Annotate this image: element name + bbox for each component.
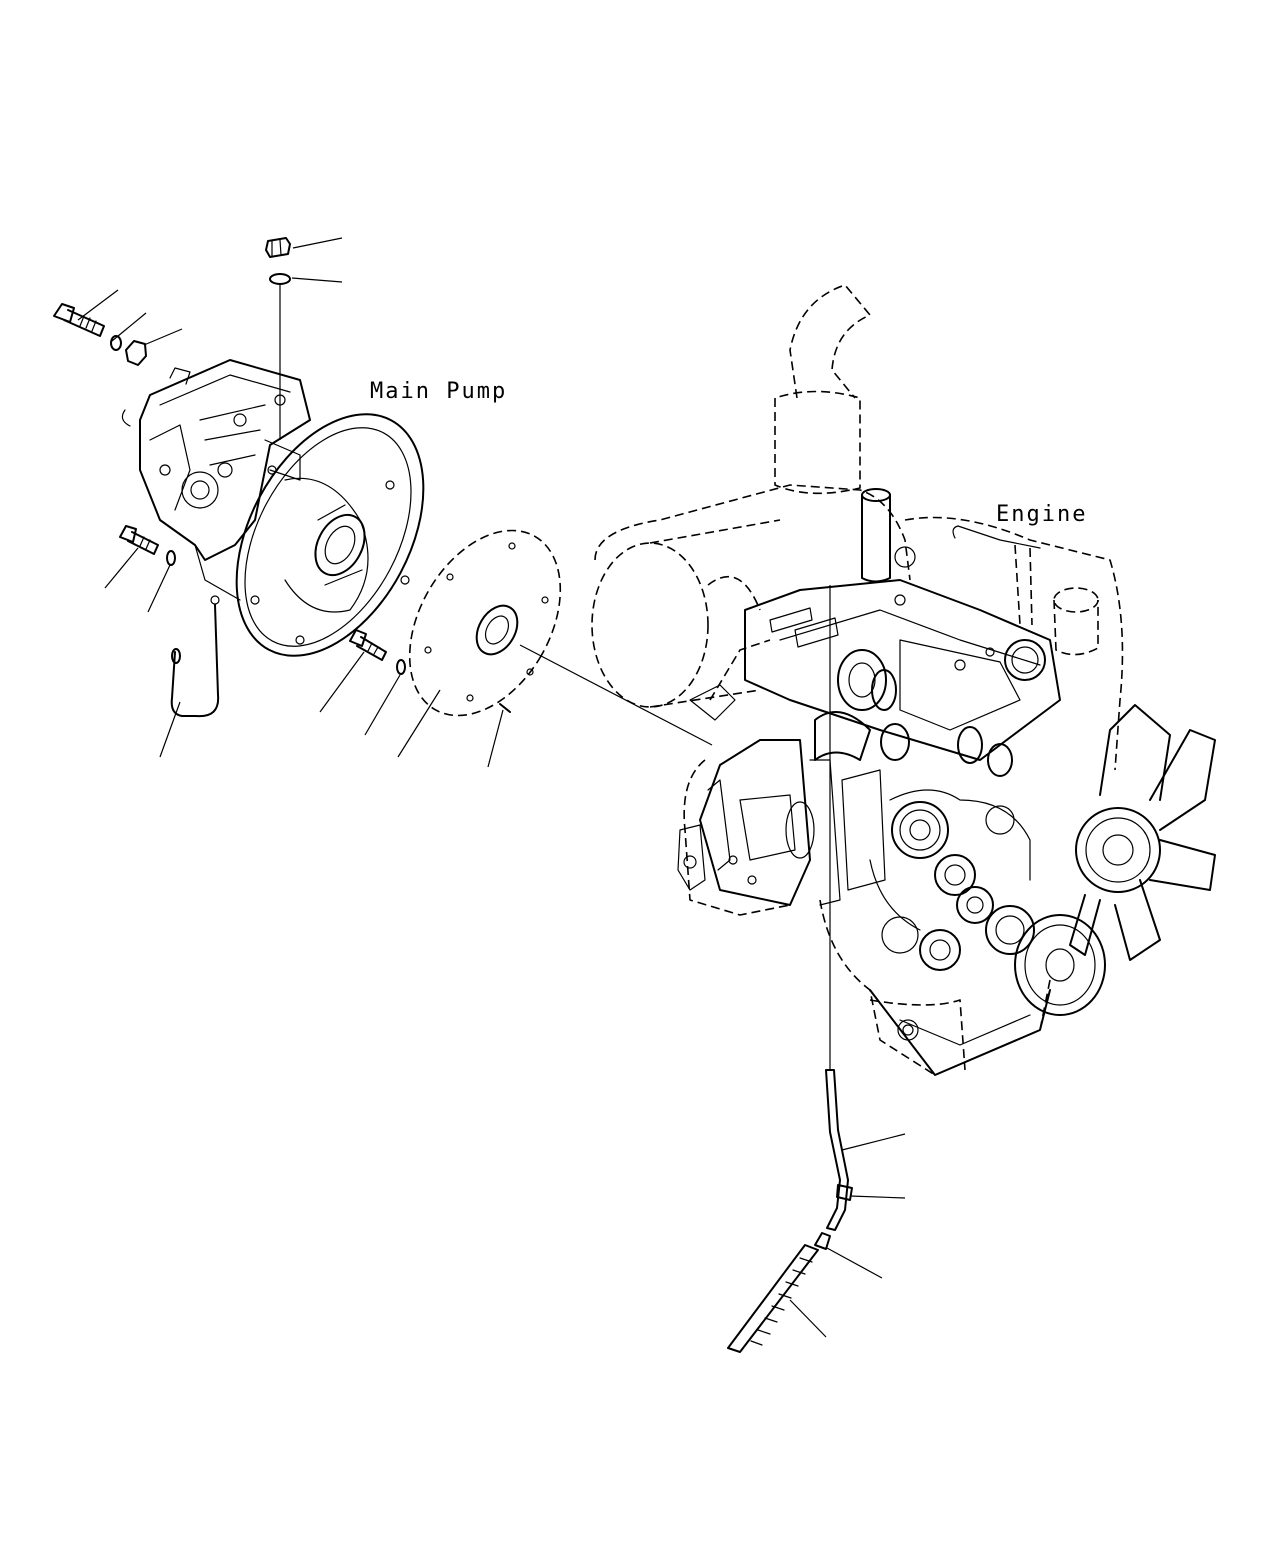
drain-plug: [266, 238, 290, 257]
washer: [397, 660, 405, 674]
washer: [167, 551, 175, 565]
engine: [592, 285, 1215, 1075]
o-ring: [270, 274, 290, 284]
coupling-bolt: [350, 630, 386, 660]
pin: [500, 704, 510, 712]
leader-lines-pump: [78, 238, 503, 767]
ground-cable: [172, 605, 218, 716]
assembly-line: [520, 645, 712, 745]
dipstick: [728, 1245, 818, 1352]
nut: [126, 341, 146, 365]
lower-bolt: [120, 526, 158, 554]
engine-label: Engine: [996, 502, 1088, 527]
main-pump-label: Main Pump: [370, 379, 508, 404]
upper-bolt: [54, 304, 104, 336]
washer: [111, 336, 121, 350]
coupling-disc: [379, 504, 592, 742]
leader-lines-engine: [790, 1134, 905, 1337]
fitting: [815, 1233, 830, 1249]
dipstick-tube: [826, 585, 852, 1230]
